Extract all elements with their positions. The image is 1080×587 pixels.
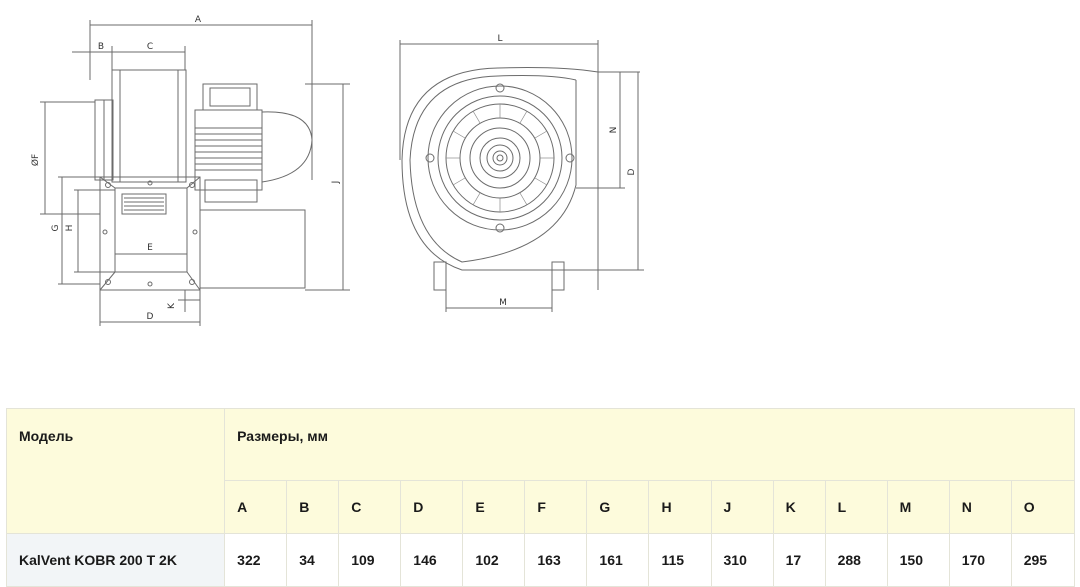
model-name: KalVent KOBR 200 T 2K xyxy=(5,533,226,587)
column-header-h: H xyxy=(648,480,712,534)
front-view-dim-label: L xyxy=(497,34,502,44)
column-header-n: N xyxy=(948,480,1012,534)
table-cell-m: 150 xyxy=(886,533,950,587)
column-header-a: A xyxy=(224,480,288,534)
side-view-dim-label: G xyxy=(51,224,61,231)
column-header-c: C xyxy=(338,480,402,534)
column-header-m: M xyxy=(886,480,950,534)
table-cell-f: 163 xyxy=(524,533,588,587)
side-view-dim-label: A xyxy=(195,15,202,25)
column-header-k: K xyxy=(772,480,826,534)
column-header-l: L xyxy=(824,480,888,534)
model-header: Модель xyxy=(5,408,226,534)
table-cell-o: 295 xyxy=(1010,533,1076,587)
column-header-e: E xyxy=(462,480,526,534)
column-header-j: J xyxy=(710,480,774,534)
table-cell-g: 161 xyxy=(586,533,650,587)
column-header-b: B xyxy=(286,480,340,534)
front-view-dim-label: M xyxy=(499,298,507,308)
side-view-dim-label: J xyxy=(331,181,341,185)
column-header-g: G xyxy=(586,480,650,534)
table-cell-n: 170 xyxy=(948,533,1012,587)
front-view xyxy=(399,40,644,312)
table-cell-b: 34 xyxy=(286,533,340,587)
side-view-dim-label: ØF xyxy=(30,154,41,166)
table-cell-e: 102 xyxy=(462,533,526,587)
table-cell-c: 109 xyxy=(338,533,402,587)
side-view-dim-label: H xyxy=(65,225,75,232)
side-view-dim-label: B xyxy=(98,42,104,52)
front-view-dim-label: D xyxy=(627,168,637,175)
side-view-dim-label: D xyxy=(147,312,154,322)
table-cell-d: 146 xyxy=(400,533,464,587)
side-view xyxy=(40,20,350,326)
table-cell-a: 322 xyxy=(224,533,288,587)
table-cell-l: 288 xyxy=(824,533,888,587)
front-view-dim-label: N xyxy=(609,127,619,134)
column-header-d: D xyxy=(400,480,464,534)
table-cell-h: 115 xyxy=(648,533,712,587)
column-header-f: F xyxy=(524,480,588,534)
table-cell-k: 17 xyxy=(772,533,826,587)
table-header-row: Модель Размеры, мм xyxy=(5,408,1075,534)
column-header-o: O xyxy=(1010,480,1076,534)
side-view-dim-label: E xyxy=(147,243,153,253)
side-view-dim-label: C xyxy=(147,42,153,52)
side-view-dim-label: K xyxy=(167,302,177,309)
dimensions-header: Размеры, мм xyxy=(224,408,1075,481)
fan-dimension-drawing: A B C ØF GH E J K D L N D M xyxy=(30,15,644,326)
table-cell-j: 310 xyxy=(710,533,774,587)
